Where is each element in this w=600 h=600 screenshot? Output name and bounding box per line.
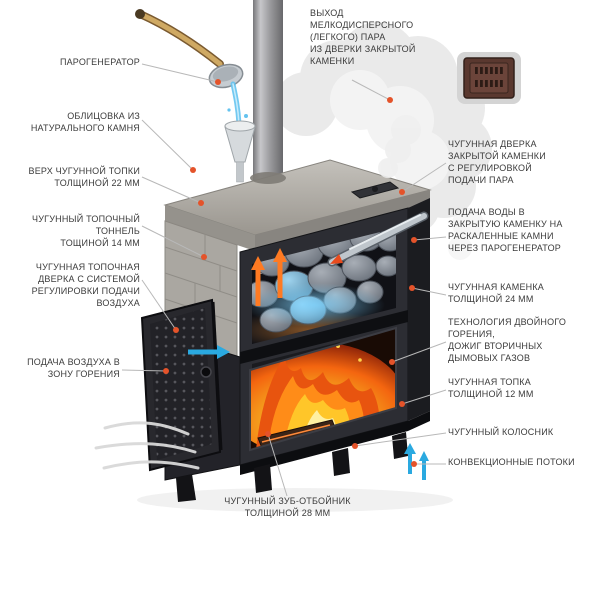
leader-lines xyxy=(121,63,447,497)
ladle-icon xyxy=(135,9,244,89)
door-handle-icon xyxy=(200,366,212,378)
label-convection: КОНВЕКЦИОННЫЕ ПОТОКИ xyxy=(448,457,575,467)
kamenka-lid xyxy=(350,181,400,199)
label-firebox-top: ВЕРХ ЧУГУННОЙ ТОПКИ ТОЛЩИНОЙ 22 ММ xyxy=(28,166,140,188)
air-swirls xyxy=(94,421,200,470)
label-kamenka-door: ЧУГУННАЯ ДВЕРКА ЗАКРЫТОЙ КАМЕНКИ С РЕГУЛ… xyxy=(448,139,546,185)
label-firebox: ЧУГУННАЯ ТОПКА ТОЛЩИНОЙ 12 ММ xyxy=(448,377,534,399)
label-double-combustion: ТЕХНОЛОГИЯ ДВОЙНОГО ГОРЕНИЯ, ДОЖИГ ВТОРИ… xyxy=(448,317,567,363)
up-arrow-hot xyxy=(251,248,287,306)
leader-dots xyxy=(163,79,417,467)
funnel-icon xyxy=(224,120,256,183)
label-steam-generator: ПАРОГЕНЕРАТОР xyxy=(59,57,140,67)
label-firebox-door: ЧУГУННАЯ ТОПОЧНАЯ ДВЕРКА С СИСТЕМОЙ РЕГУ… xyxy=(31,262,140,308)
steam-puffs xyxy=(378,115,421,178)
top-slab xyxy=(163,159,432,251)
firebox-door xyxy=(140,298,223,472)
label-stone-facing: ОБЛИЦОВКА ИЗ НАТУРАЛЬНОГО КАМНЯ xyxy=(30,111,140,133)
label-air-supply: ПОДАЧА ВОЗДУХА В ЗОНУ ГОРЕНИЯ xyxy=(27,357,120,379)
label-firebox-tunnel: ЧУГУННЫЙ ТОПОЧНЫЙ ТОННЕЛЬ ТОЩИНОЙ 14 ММ xyxy=(32,214,140,248)
ground-shadow xyxy=(137,488,453,512)
label-steam-exit: ВЫХОД МЕЛКОДИСПЕРСНОГО (ЛЕГКОГО) ПАРА ИЗ… xyxy=(310,8,416,66)
chimney xyxy=(253,0,283,198)
water-pipe xyxy=(327,211,429,267)
label-grate: ЧУГУННЫЙ КОЛОСНИК xyxy=(448,427,554,437)
label-deflector: ЧУГУННЫЙ ЗУБ-ОТБОЙНИК ТОЛЩИНОЙ 28 ММ xyxy=(224,496,351,518)
kamenka-door-icon xyxy=(457,52,521,104)
label-kamenka: ЧУГУННАЯ КАМЕНКА ТОЛЩИНОЙ 24 ММ xyxy=(448,282,544,304)
label-water-supply: ПОДАЧА ВОДЫ В ЗАКРЫТУЮ КАМЕНКУ НА РАСКАЛ… xyxy=(448,207,563,253)
air-arrow-blue xyxy=(188,345,429,480)
water-stream xyxy=(227,81,248,127)
